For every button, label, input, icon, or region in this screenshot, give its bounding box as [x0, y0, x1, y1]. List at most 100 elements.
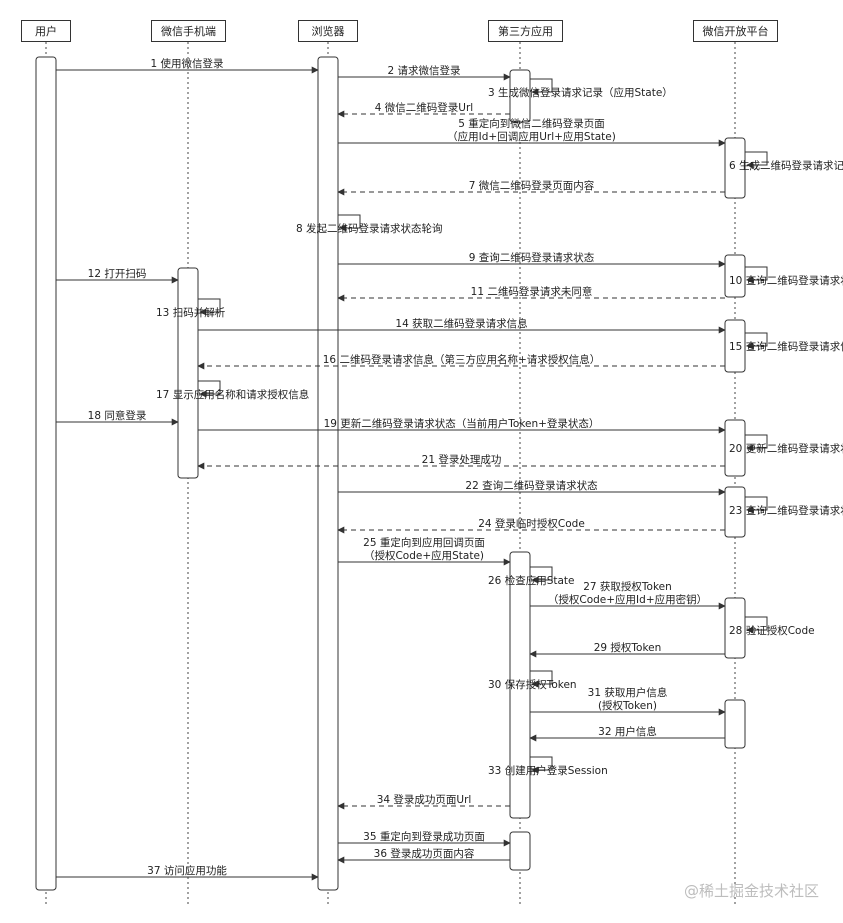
message-label: 16 二维码登录请求信息（第三方应用名称+请求授权信息） — [323, 353, 601, 366]
message-25: 25 重定向到应用回调页面（授权Code+应用State) — [338, 536, 511, 566]
message-27: 27 获取授权Token（授权Code+应用Id+应用密钥） — [530, 580, 726, 610]
message-label: 11 二维码登录请求未同意 — [471, 285, 593, 298]
message-16: 16 二维码登录请求信息（第三方应用名称+请求授权信息） — [197, 353, 725, 370]
message-17: 17 显示应用名称和请求授权信息 — [156, 380, 309, 401]
activation-bar — [724, 319, 746, 373]
message-10: 10 查询二维码登录请求状态 — [729, 266, 843, 287]
message-label: 36 登录成功页面内容 — [374, 847, 475, 860]
message-label: 18 同意登录 — [88, 409, 147, 422]
activation-bar — [724, 419, 746, 477]
message-label: （应用Id+回调应用Url+应用State) — [447, 130, 616, 143]
message-29: 29 授权Token — [529, 641, 725, 658]
message-label: 34 登录成功页面Url — [377, 793, 472, 806]
message-26: 26 检查应用State — [488, 566, 575, 587]
message-label: 37 访问应用功能 — [147, 864, 227, 877]
message-7: 7 微信二维码登录页面内容 — [337, 179, 725, 196]
self-arrow — [745, 496, 768, 514]
message-8: 8 发起二维码登录请求状态轮询 — [296, 214, 443, 235]
self-arrow — [198, 298, 221, 316]
message-label: 15 查询二维码登录请求信息 — [729, 340, 843, 353]
message-label: 28 验证授权Code — [729, 624, 815, 637]
message-label: 9 查询二维码登录请求状态 — [469, 251, 595, 264]
activation-bar — [509, 551, 531, 819]
message-6: 6 生成二维码登录请求记录 — [729, 151, 843, 172]
message-label: 29 授权Token — [594, 641, 662, 654]
message-5: 5 重定向到微信二维码登录页面（应用Id+回调应用Url+应用State) — [338, 117, 726, 147]
message-label: 31 获取用户信息 — [588, 686, 668, 699]
message-11: 12 打开扫码 — [56, 267, 179, 284]
message-24: 24 登录临时授权Code — [337, 517, 725, 534]
message-21: 21 登录处理成功 — [197, 453, 725, 470]
message-23: 23 查询二维码登录请求状态 — [729, 496, 843, 517]
self-arrow — [338, 214, 361, 232]
message-label: 25 重定向到应用回调页面 — [363, 536, 485, 549]
message-35: 35 重定向到登录成功页面 — [338, 830, 511, 847]
self-arrow — [530, 566, 553, 584]
activation-bar — [509, 69, 531, 123]
message-34: 34 登录成功页面Url — [337, 793, 510, 810]
self-arrow — [745, 266, 768, 284]
self-arrow — [530, 670, 553, 688]
message-12: 11 二维码登录请求未同意 — [337, 285, 725, 302]
self-arrow — [745, 332, 768, 350]
activation-bar — [724, 486, 746, 538]
participant-phone: 微信手机端 — [151, 20, 226, 42]
message-label: (授权Token) — [598, 699, 657, 712]
message-label: 5 重定向到微信二维码登录页面 — [458, 117, 605, 130]
message-label: 13 扫码并解析 — [156, 306, 226, 319]
activation-bar — [177, 267, 199, 479]
watermark: @稀土掘金技术社区 — [683, 882, 819, 900]
message-label: 33 创建用户登录Session — [488, 764, 608, 777]
message-label: 26 检查应用State — [488, 574, 575, 587]
activation-bar — [509, 831, 531, 871]
self-arrow — [745, 434, 768, 452]
message-label: 17 显示应用名称和请求授权信息 — [156, 388, 309, 401]
message-9: 9 查询二维码登录请求状态 — [338, 251, 726, 268]
message-37: 37 访问应用功能 — [56, 864, 319, 881]
message-label: 21 登录处理成功 — [422, 453, 502, 466]
message-30: 30 保存授权Token — [488, 670, 577, 691]
message-label: 6 生成二维码登录请求记录 — [729, 159, 843, 172]
message-label: 30 保存授权Token — [488, 678, 577, 691]
message-4: 4 微信二维码登录Url — [337, 101, 510, 118]
message-label: 3 生成微信登录请求记录（应用State） — [488, 86, 673, 99]
message-32: 32 用户信息 — [529, 725, 725, 742]
participant-user: 用户 — [21, 20, 71, 42]
message-label: 1 使用微信登录 — [150, 57, 223, 70]
message-label: 32 用户信息 — [598, 725, 657, 738]
message-label: 27 获取授权Token — [583, 580, 672, 593]
message-label: 4 微信二维码登录Url — [375, 101, 473, 114]
self-arrow — [530, 756, 553, 774]
participant-wx-platform: 微信开放平台 — [693, 20, 778, 42]
message-31: 31 获取用户信息(授权Token) — [530, 686, 726, 716]
message-15: 15 查询二维码登录请求信息 — [729, 332, 843, 353]
message-3: 3 生成微信登录请求记录（应用State） — [488, 78, 673, 99]
message-label: 10 查询二维码登录请求状态 — [729, 274, 843, 287]
message-2: 2 请求微信登录 — [338, 64, 511, 81]
activation-bar — [724, 137, 746, 199]
message-28: 28 验证授权Code — [729, 616, 815, 637]
message-22: 22 查询二维码登录请求状态 — [338, 479, 726, 496]
message-label: 12 打开扫码 — [88, 267, 147, 280]
self-arrow — [530, 78, 553, 96]
message-33: 33 创建用户登录Session — [488, 756, 608, 777]
self-arrow — [745, 151, 768, 169]
message-label: 2 请求微信登录 — [387, 64, 460, 77]
activation-bar — [724, 699, 746, 749]
message-14: 14 获取二维码登录请求信息 — [198, 317, 726, 334]
message-label: 35 重定向到登录成功页面 — [363, 830, 485, 843]
participant-app: 第三方应用 — [488, 20, 563, 42]
activation-bar — [724, 254, 746, 298]
message-19: 19 更新二维码登录请求状态（当前用户Token+登录状态） — [198, 417, 726, 434]
message-36: 36 登录成功页面内容 — [337, 847, 510, 864]
message-20: 20 更新二维码登录请求状态 — [729, 434, 843, 455]
participant-browser: 浏览器 — [298, 20, 358, 42]
message-label: 7 微信二维码登录页面内容 — [469, 179, 595, 192]
self-arrow — [745, 616, 768, 634]
message-label: （授权Code+应用Id+应用密钥） — [548, 593, 707, 606]
message-label: 22 查询二维码登录请求状态 — [465, 479, 598, 492]
message-label: 24 登录临时授权Code — [478, 517, 585, 530]
message-label: 14 获取二维码登录请求信息 — [395, 317, 527, 330]
